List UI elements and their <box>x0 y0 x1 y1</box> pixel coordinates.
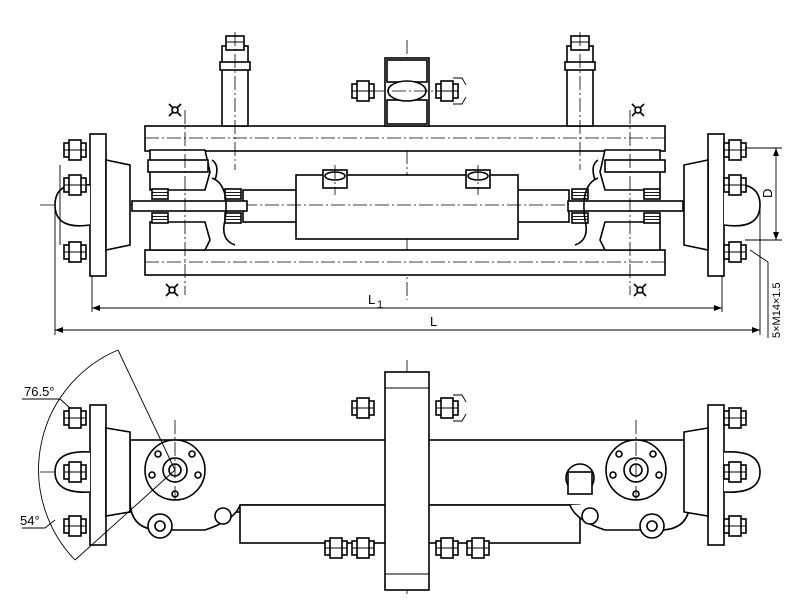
left-post <box>219 32 251 170</box>
right-post <box>564 32 596 170</box>
center-bracket <box>384 371 430 591</box>
angle-label-lower: 54° <box>20 513 40 528</box>
right-hub-bottom <box>683 404 761 546</box>
lower-frame-rail <box>144 249 666 276</box>
right-knuckle <box>567 103 684 297</box>
left-hub <box>54 133 131 277</box>
right-hub <box>683 133 761 277</box>
angle-label-upper: 76.5° <box>24 384 55 399</box>
left-hub-bottom <box>54 404 131 546</box>
housing-boss-left <box>322 165 348 195</box>
dim-label-l: L <box>430 314 437 329</box>
angle-arc <box>38 349 119 561</box>
dim-label-l1-sub: 1 <box>377 299 383 311</box>
bolt-callout: 5×M14×1.5 <box>771 282 783 338</box>
dim-label-l1: L <box>368 292 375 307</box>
housing-boss-right <box>465 165 491 195</box>
upper-frame-rail <box>144 125 666 152</box>
left-knuckle <box>131 103 248 297</box>
top-view: L 1 L D 5×M14×1.5 <box>40 32 783 338</box>
dim-label-d: D <box>760 189 775 198</box>
bottom-view: 76.5° 54° <box>20 349 761 595</box>
right-kingpin <box>569 420 691 539</box>
center-bearing-section <box>351 57 467 127</box>
